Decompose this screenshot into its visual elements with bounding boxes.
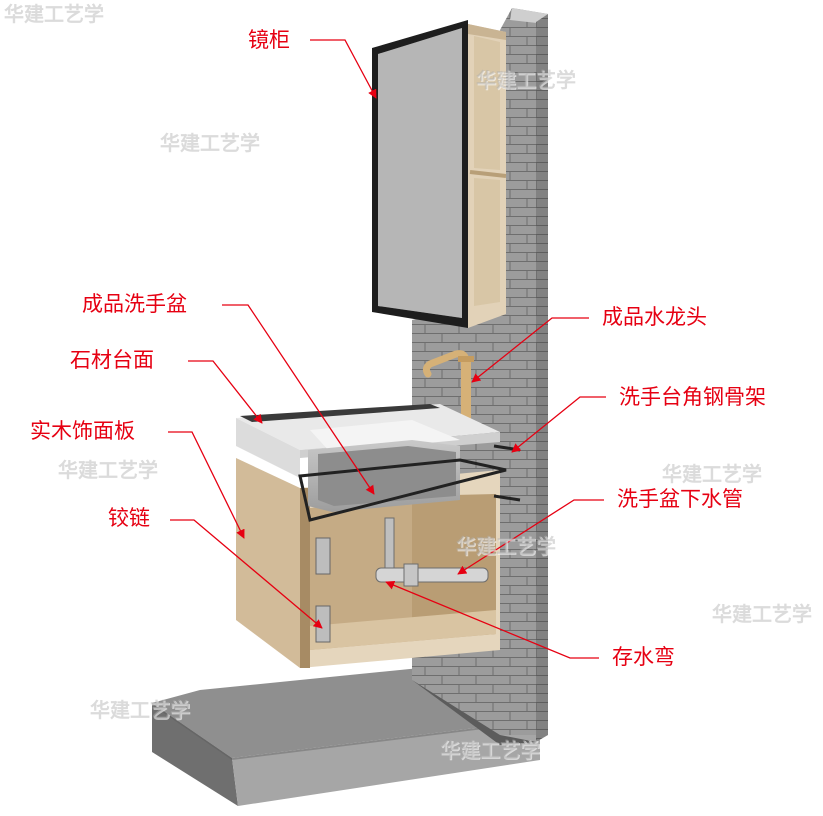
watermark: 华建工艺学 [58,458,158,482]
watermark: 华建工艺学 [160,131,260,155]
watermark: 华建工艺学 [440,738,540,762]
label-mirror-cabinet: 镜柜 [248,28,290,52]
leader-hinge [170,519,323,629]
hinge-graphic [315,537,331,643]
label-trap: 存水弯 [612,645,675,669]
leader-lines [168,39,606,659]
label-steel-frame: 洗手台角钢骨架 [619,385,766,409]
label-basin: 成品洗手盆 [82,292,187,316]
leader-trap [385,580,599,659]
leader-wood-panel [168,431,245,539]
label-faucet: 成品水龙头 [602,305,707,329]
pipe-graphic [375,517,489,587]
label-wood-panel: 实木饰面板 [30,419,135,443]
leader-mirror-cabinet [310,39,377,99]
leader-stone-countertop [188,360,263,424]
faucet-graphic [422,350,474,434]
watermark: 华建工艺学 [90,698,190,722]
watermark: 华建工艺学 [456,534,556,558]
leader-steel-frame [511,396,606,453]
leader-basin [222,304,375,495]
watermark: 华建工艺学 [662,462,762,486]
label-hinge: 铰链 [108,506,150,530]
watermark: 华建工艺学 [712,602,812,626]
watermark: 华建工艺学 [4,2,104,26]
label-drain-pipe: 洗手盆下水管 [617,487,743,511]
label-stone-countertop: 石材台面 [70,348,154,372]
mirror-cabinet [372,20,507,328]
watermark: 华建工艺学 [476,68,576,92]
leader-drain-pipe [457,499,604,575]
leader-faucet [471,317,589,383]
